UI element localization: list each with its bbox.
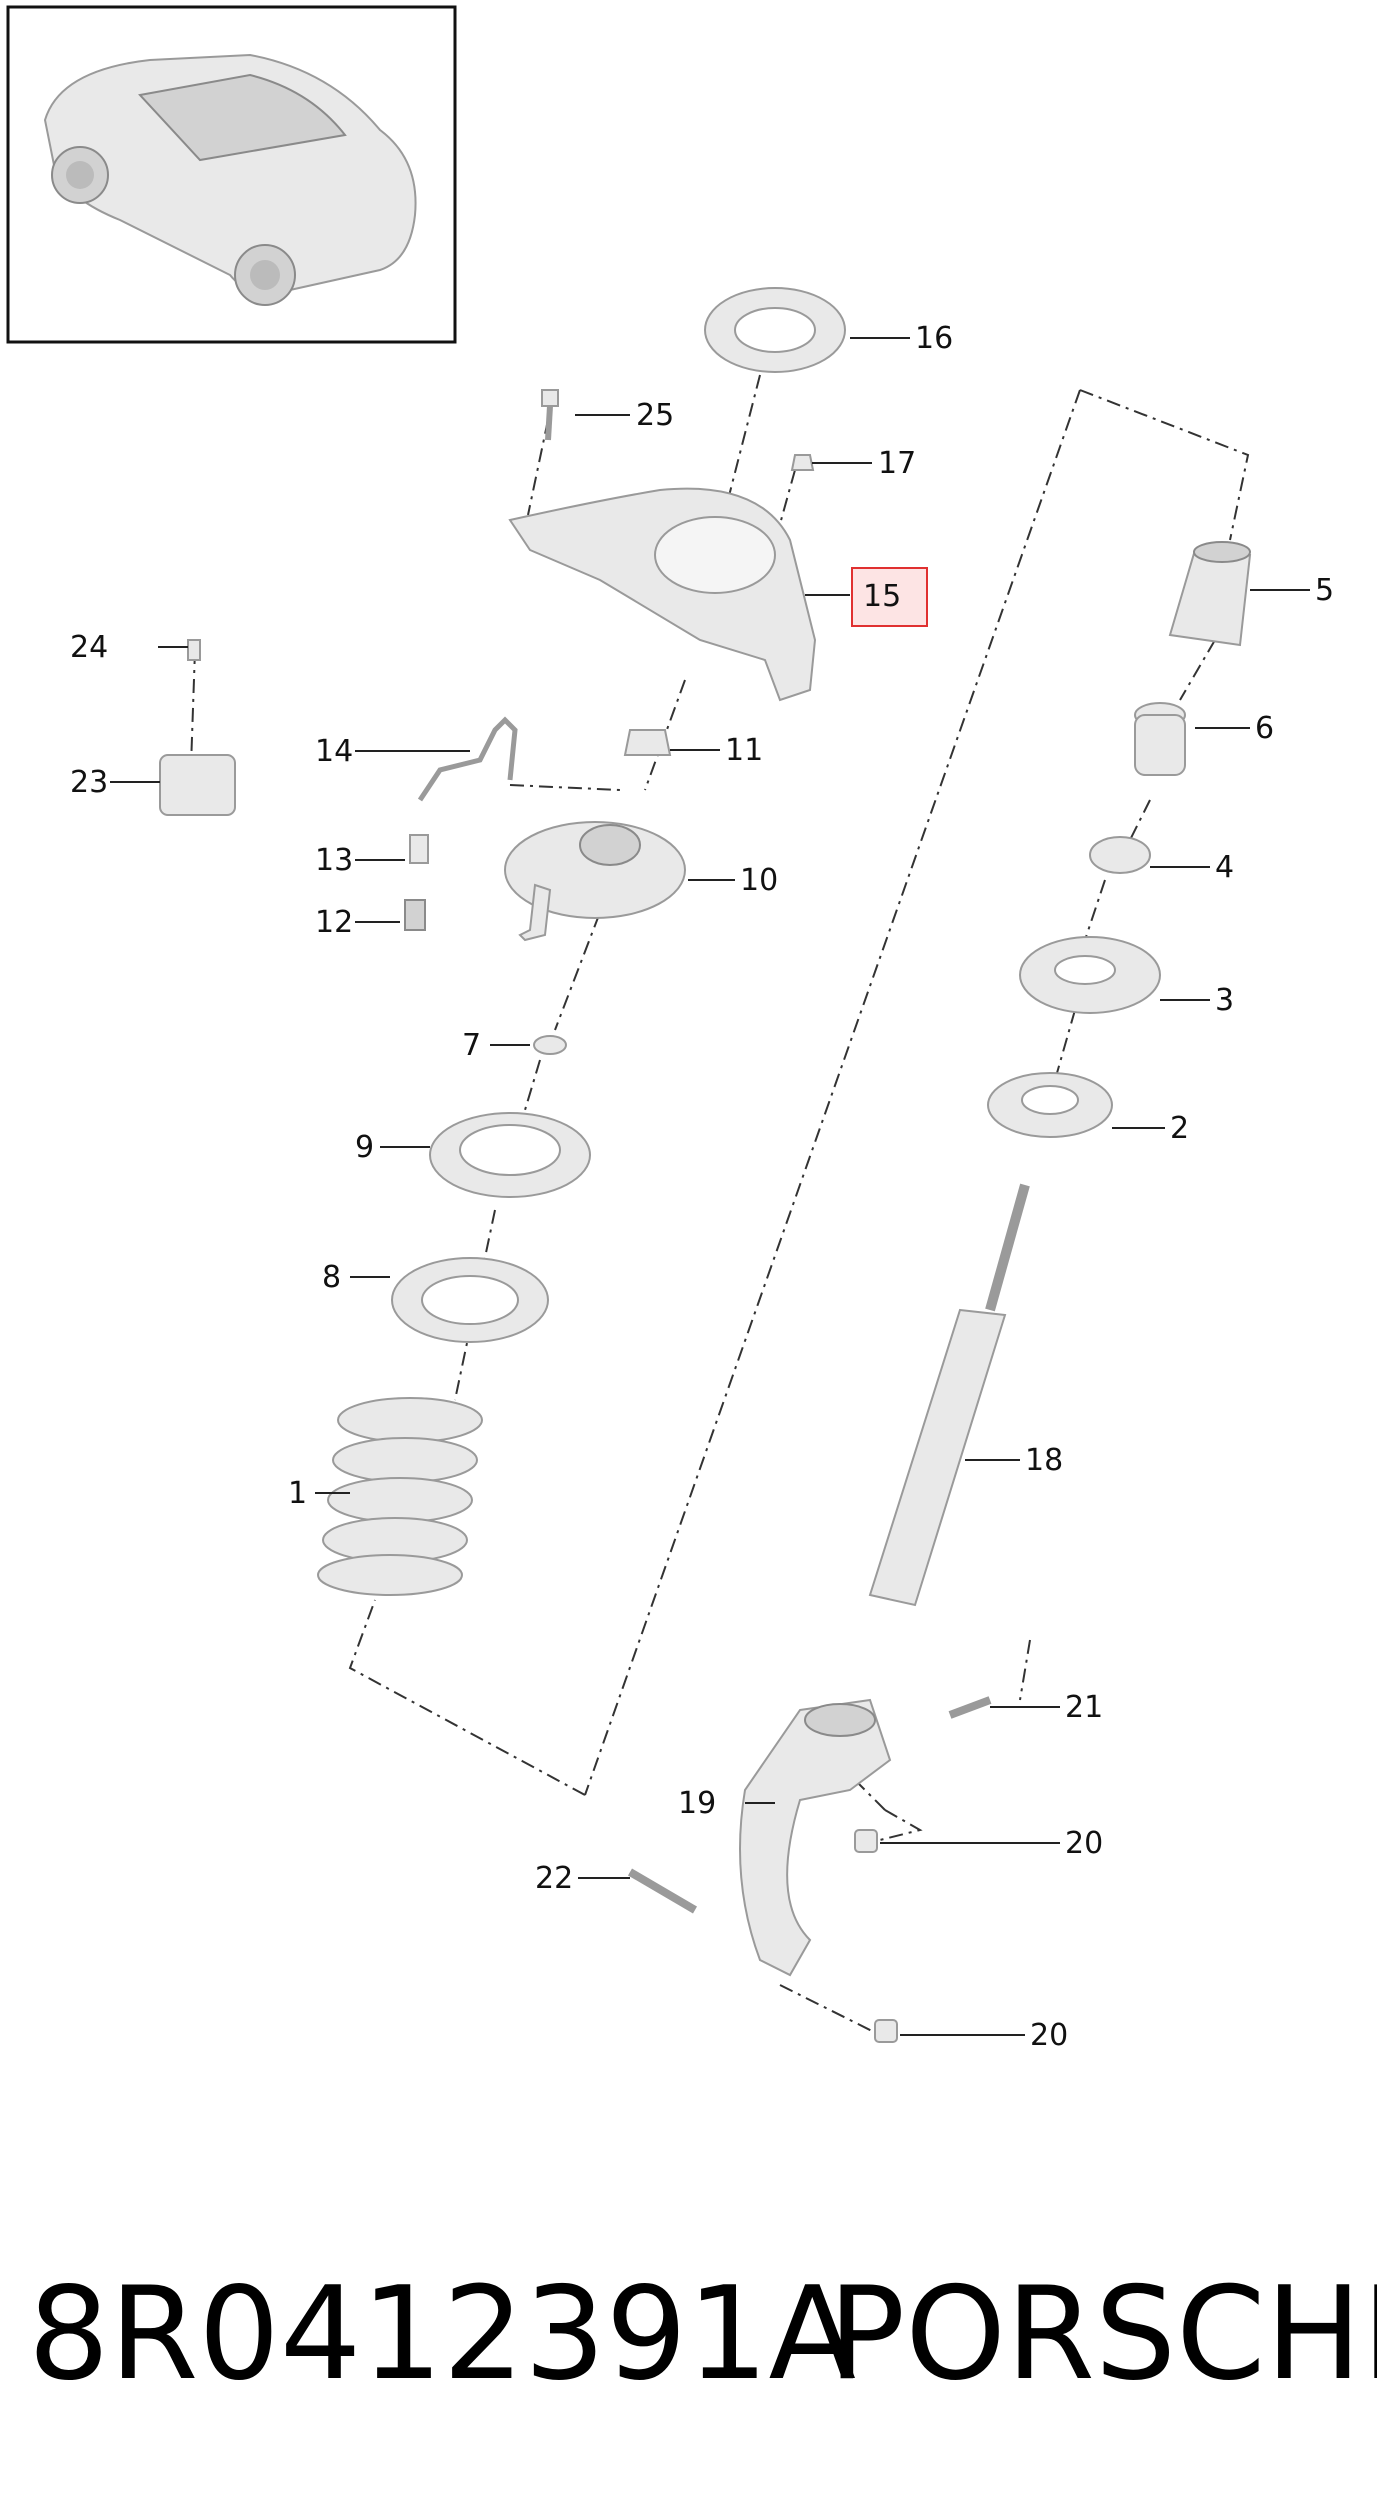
callout-18[interactable]: 18 xyxy=(1025,1443,1063,1478)
callout-20-upper[interactable]: 20 xyxy=(1065,1826,1103,1861)
highlight-box-15 xyxy=(851,567,928,627)
callout-20-lower[interactable]: 20 xyxy=(1030,2018,1068,2053)
plate-3 xyxy=(1019,936,1161,1014)
spring-seat-8 xyxy=(391,1257,549,1343)
shock-absorber-18 xyxy=(868,1183,1030,1607)
callout-9[interactable]: 9 xyxy=(355,1130,374,1165)
callout-1[interactable]: 1 xyxy=(288,1476,307,1511)
top-mount-5 xyxy=(1168,541,1252,647)
nut-11 xyxy=(623,729,672,756)
callout-14[interactable]: 14 xyxy=(315,734,353,769)
bearing-housing-10 xyxy=(504,821,686,942)
callout-2[interactable]: 2 xyxy=(1170,1111,1189,1146)
bolt-21 xyxy=(948,1696,992,1719)
washer-16 xyxy=(704,287,846,373)
bump-stop-6 xyxy=(1134,702,1186,776)
callout-3[interactable]: 3 xyxy=(1215,983,1234,1018)
footer: 8R0412391A PORSCHE xyxy=(0,2255,1377,2415)
washer-4 xyxy=(1089,836,1151,874)
nut-20a xyxy=(854,1829,878,1853)
part-number: 8R0412391A xyxy=(28,2260,856,2409)
callout-labels: 16 25 17 15 5 6 4 3 2 11 10 14 13 12 24 … xyxy=(70,321,1334,2053)
callout-13[interactable]: 13 xyxy=(315,843,353,878)
callout-11[interactable]: 11 xyxy=(725,733,763,768)
callout-19[interactable]: 19 xyxy=(678,1786,716,1821)
coil-spring xyxy=(317,1397,483,1596)
callout-25[interactable]: 25 xyxy=(636,398,674,433)
callout-21[interactable]: 21 xyxy=(1065,1690,1103,1725)
callout-16[interactable]: 16 xyxy=(915,321,953,356)
vehicle-thumbnail xyxy=(6,5,457,344)
callout-6[interactable]: 6 xyxy=(1255,711,1274,746)
bump-stop-7 xyxy=(533,1035,567,1055)
spring-pad-9 xyxy=(429,1112,591,1198)
bolt-22 xyxy=(627,1868,698,1914)
nut-17 xyxy=(790,454,815,471)
nut-20b xyxy=(874,2019,898,2043)
brake-line-14 xyxy=(404,716,518,931)
bolt-25 xyxy=(541,389,559,441)
callout-4[interactable]: 4 xyxy=(1215,850,1234,885)
strut-mount-15 xyxy=(508,487,817,702)
callout-22[interactable]: 22 xyxy=(535,1861,573,1896)
seat-2 xyxy=(987,1072,1113,1138)
leader-lines xyxy=(110,337,1310,2036)
brand-name: PORSCHE xyxy=(828,2260,1377,2409)
callout-8[interactable]: 8 xyxy=(322,1260,341,1295)
callout-10[interactable]: 10 xyxy=(740,863,778,898)
bracket-23 xyxy=(159,639,236,816)
callout-17[interactable]: 17 xyxy=(878,446,916,481)
callout-12[interactable]: 12 xyxy=(315,905,353,940)
callout-24[interactable]: 24 xyxy=(70,630,108,665)
callout-5[interactable]: 5 xyxy=(1315,573,1334,608)
fork-19 xyxy=(739,1698,892,1977)
callout-7[interactable]: 7 xyxy=(462,1028,481,1063)
callout-15[interactable]: 15 xyxy=(863,579,901,614)
callout-23[interactable]: 23 xyxy=(70,765,108,800)
